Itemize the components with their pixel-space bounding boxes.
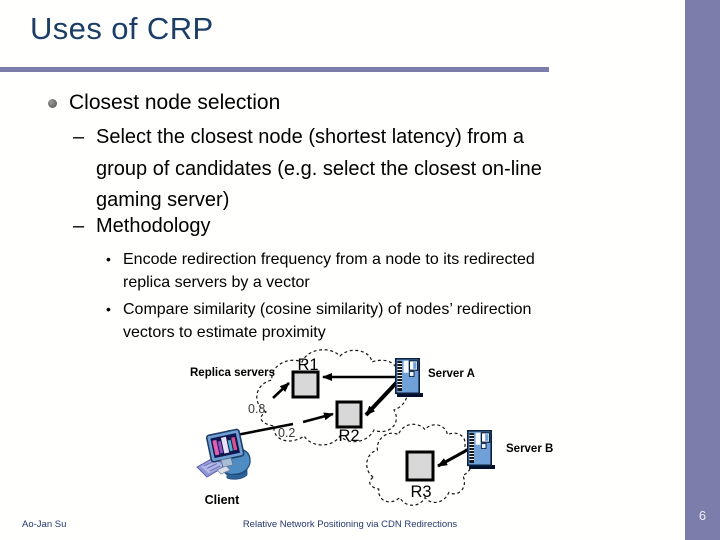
server-a-icon bbox=[394, 357, 424, 398]
text-line: Compare similarity (cosine similarity) o… bbox=[123, 301, 532, 318]
node-r2 bbox=[335, 400, 363, 429]
server-b-icon bbox=[466, 429, 496, 470]
arrow-serverb-r3 bbox=[437, 447, 470, 468]
text-line: Select the closest node (shortest latenc… bbox=[96, 126, 524, 148]
sub-bullet-text: Select the closest node (shortest latenc… bbox=[96, 122, 542, 217]
r3-label: R3 bbox=[410, 483, 431, 501]
replica-servers-label: Replica servers bbox=[190, 367, 275, 379]
node-r3 bbox=[405, 450, 435, 482]
text-line: vectors to estimate proximity bbox=[123, 324, 326, 341]
server-b-label: Server B bbox=[506, 443, 553, 455]
server-a-label: Server A bbox=[428, 368, 475, 380]
bullet-dot-icon bbox=[48, 98, 57, 108]
arrow-servera-r2 bbox=[364, 379, 400, 417]
cdn-redirection-diagram: Replica servers R1 R2 R3 Server A Server… bbox=[140, 340, 560, 512]
sub-bullet-methodology: – Methodology bbox=[73, 211, 211, 243]
page-number: 6 bbox=[698, 508, 707, 523]
footer-author: Ao-Jan Su bbox=[22, 519, 67, 530]
page-title: Uses of CRP bbox=[30, 11, 214, 46]
dash-bullet-icon: – bbox=[73, 215, 85, 237]
footer-title: Relative Network Positioning via CDN Red… bbox=[242, 519, 458, 530]
round-bullet-icon: • bbox=[106, 301, 111, 317]
node-r1 bbox=[291, 370, 320, 399]
client-computer-icon bbox=[196, 428, 251, 480]
r2-label: R2 bbox=[338, 427, 359, 445]
client-label: Client bbox=[205, 493, 241, 507]
detail-bullet-encode: • Encode redirection frequency from a no… bbox=[106, 248, 535, 294]
r1-label: R1 bbox=[297, 356, 318, 374]
text-line: Methodology bbox=[96, 215, 211, 237]
accent-sidebar bbox=[685, 0, 720, 540]
text-line: replica servers by a vector bbox=[123, 274, 310, 291]
sub-bullet-select-node: – Select the closest node (shortest late… bbox=[73, 122, 542, 217]
arrow-weight-r1 bbox=[272, 382, 290, 399]
bullet-text: Closest node selection bbox=[69, 91, 281, 114]
arrow-weight-r2 bbox=[302, 412, 334, 424]
sub-bullet-text: Methodology bbox=[96, 211, 211, 243]
weight-r1-label: 0.8 bbox=[248, 402, 265, 416]
title-rule bbox=[0, 67, 549, 72]
detail-bullet-text: Compare similarity (cosine similarity) o… bbox=[123, 298, 531, 344]
dash-bullet-icon: – bbox=[73, 126, 85, 148]
text-line: group of candidates (e.g. select the clo… bbox=[96, 157, 542, 180]
detail-bullet-text: Encode redirection frequency from a node… bbox=[123, 248, 535, 294]
weight-r2-label: 0.2 bbox=[278, 426, 295, 440]
text-line: gaming server) bbox=[96, 189, 230, 211]
bullet-item-main: Closest node selection bbox=[48, 91, 280, 115]
round-bullet-icon: • bbox=[106, 251, 111, 267]
text-line: Encode redirection frequency from a node… bbox=[123, 251, 535, 268]
detail-bullet-compare: • Compare similarity (cosine similarity)… bbox=[106, 298, 531, 344]
